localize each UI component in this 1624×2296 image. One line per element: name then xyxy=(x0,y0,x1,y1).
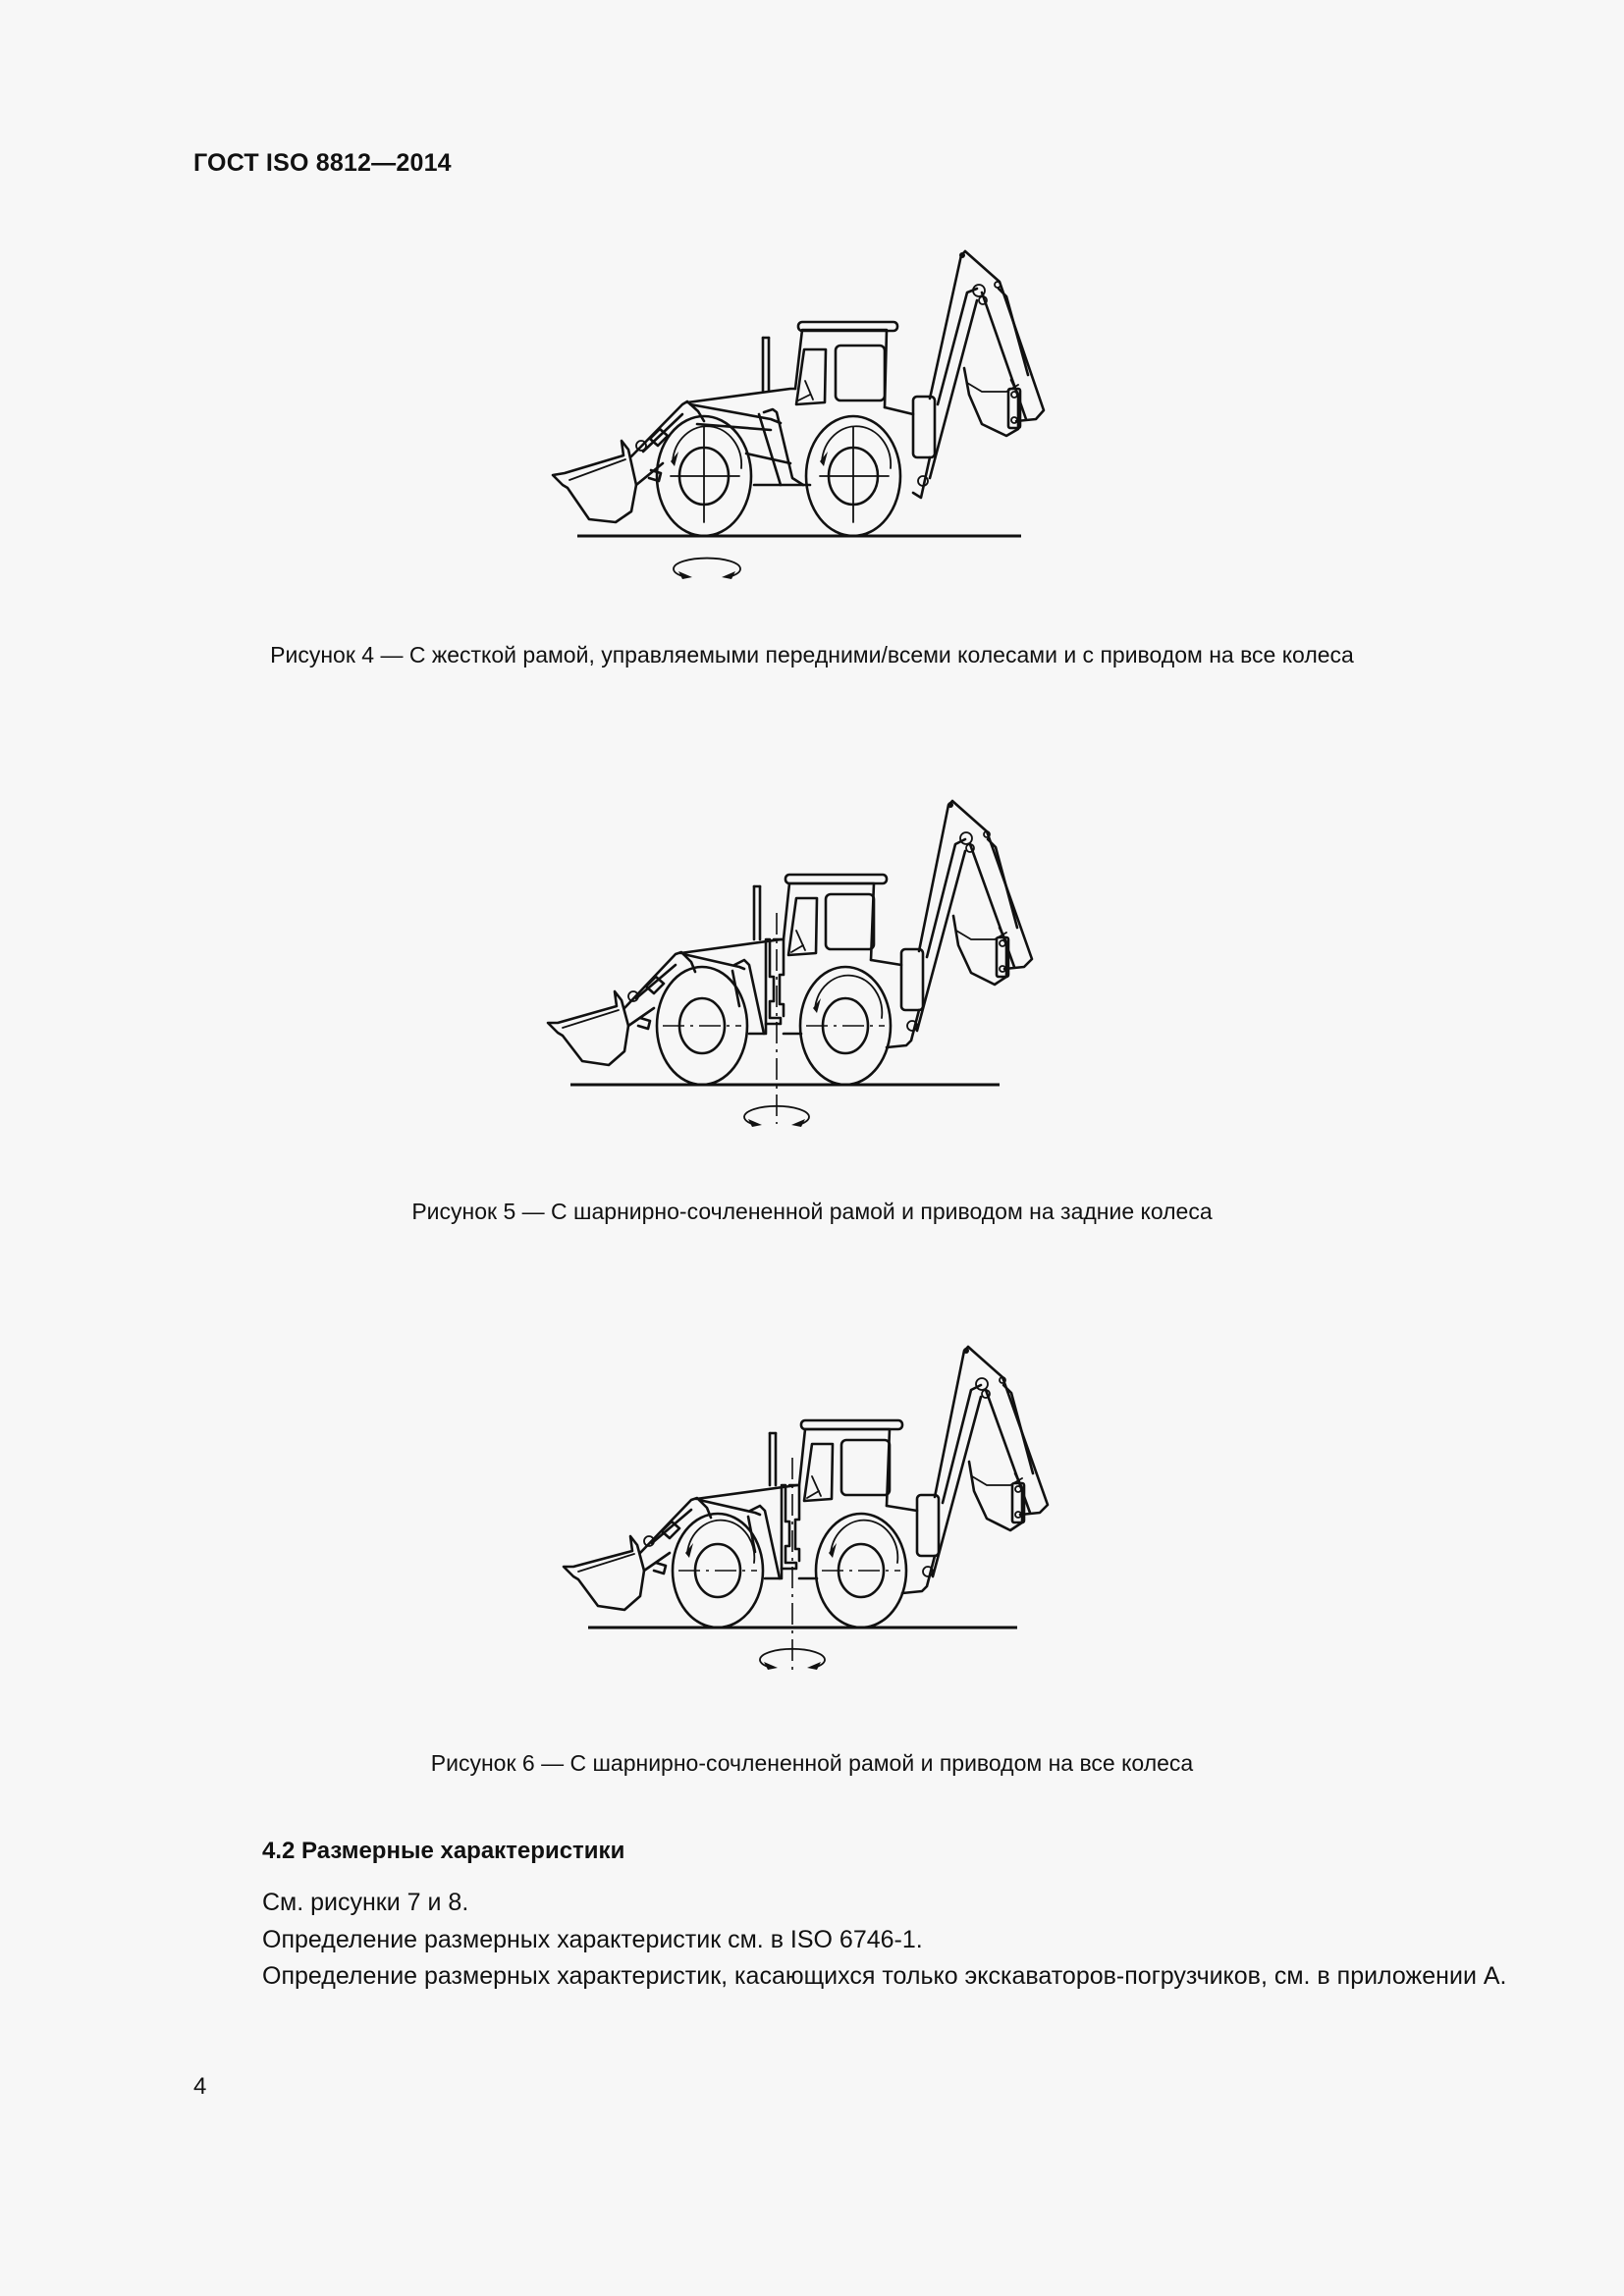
page-number: 4 xyxy=(193,2073,207,2100)
paragraph: Определение размерных характеристик см. … xyxy=(262,1926,923,1953)
figure-6-drawing xyxy=(556,1345,1194,1698)
figure-4-caption: Рисунок 4 — С жесткой рамой, управляемым… xyxy=(270,642,1354,667)
backhoe-loader-articulated-frame-illustration xyxy=(562,1345,1050,1671)
figure-5-caption: Рисунок 5 — С шарнирно-сочлененной рамой… xyxy=(411,1199,1213,1224)
figure-5-drawing xyxy=(538,790,1176,1144)
backhoe-loader-rigid-frame-illustration xyxy=(551,249,1046,579)
backhoe-loader-articulated-frame-illustration xyxy=(546,799,1034,1127)
figure-6-caption: Рисунок 6 — С шарнирно-сочлененной рамой… xyxy=(430,1750,1194,1776)
section-heading: 4.2 Размерные характеристики xyxy=(262,1838,625,1864)
paragraph: См. рисунки 7 и 8. xyxy=(262,1889,469,1916)
figure-4-drawing xyxy=(545,228,1183,581)
paragraph: Определение размерных характеристик, кас… xyxy=(262,1962,1507,1990)
document-code-header: ГОСТ ISO 8812—2014 xyxy=(193,149,452,177)
